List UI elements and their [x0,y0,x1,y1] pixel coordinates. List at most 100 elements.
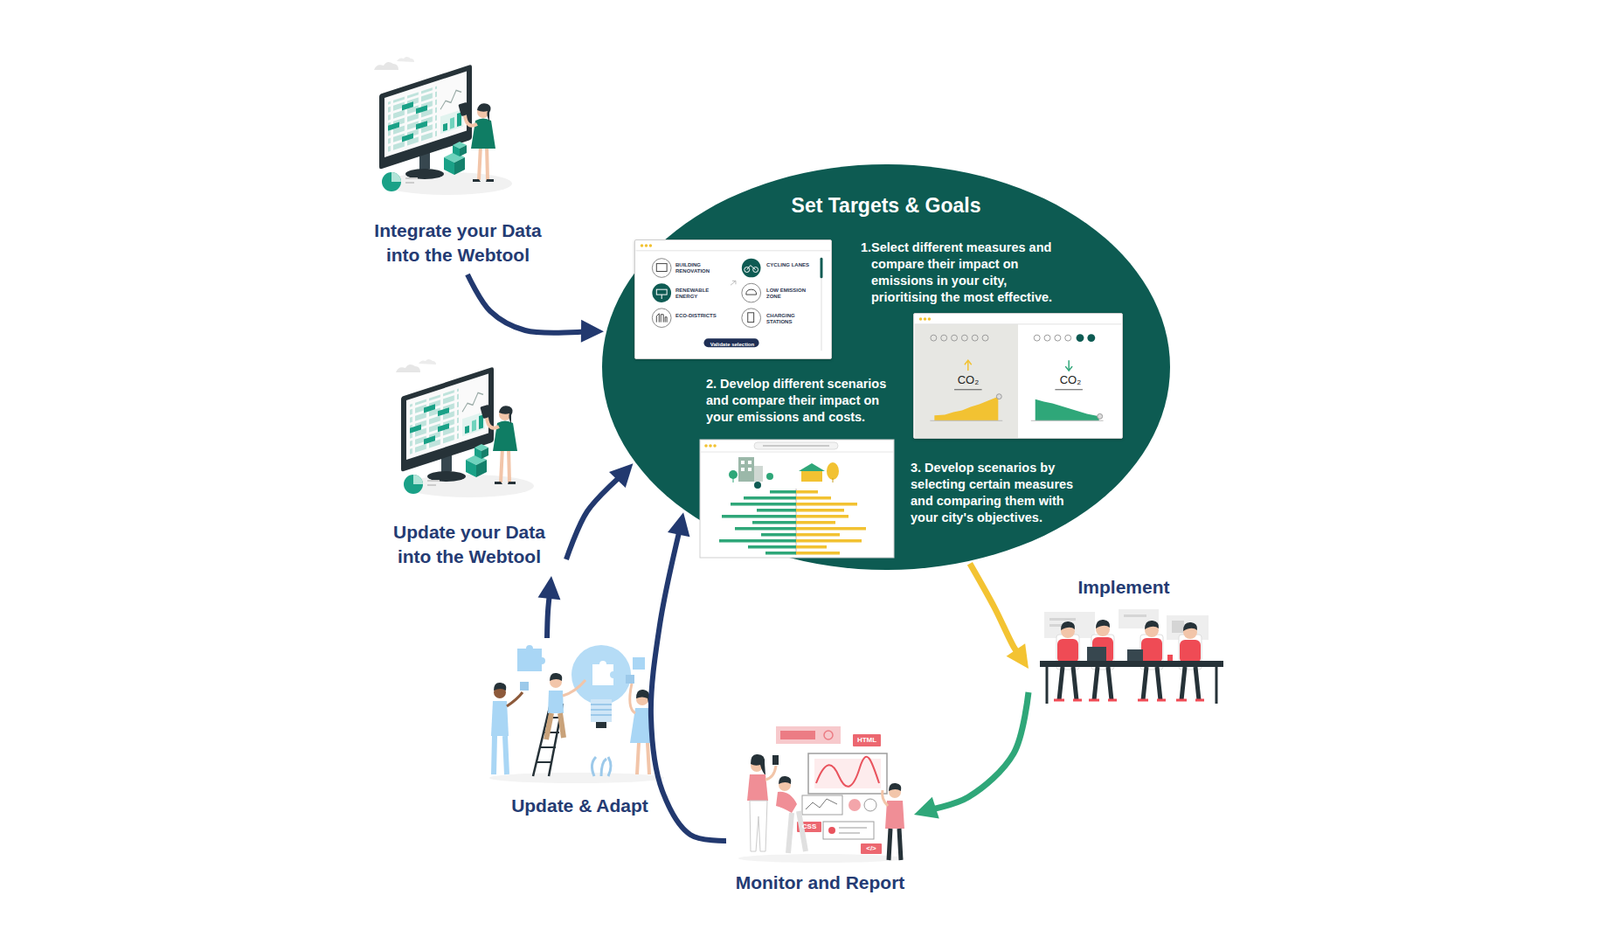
step-label: Integrate your Data into the Webtool [368,218,548,268]
meeting-illustration [1057,638,1079,664]
adapt-illustration [547,690,564,714]
meeting-illustration [1141,637,1163,664]
measures-screenshot [644,243,649,248]
co2-screenshot [1044,334,1051,341]
arrowhead [538,575,562,600]
measure-label: CYCLING LANES [766,262,812,269]
scenario-screenshot [699,451,894,453]
measure-label: RENEWABLE ENERGY [675,287,721,300]
co2-screenshot [996,394,1002,400]
targets-ellipse: Set Targets & Goals1.Select different me… [602,164,1171,570]
meeting-illustration [1123,614,1147,617]
connector-group [467,274,604,343]
flow-arrow [927,692,1029,811]
scenario-screenshot [761,533,797,537]
scenario-screenshot [798,463,825,471]
scenario-screenshot [826,462,839,480]
adapt-illustration [546,713,564,740]
co2-screenshot [914,324,1019,438]
measure-label: ECO-DISTRICTS [675,312,721,319]
meeting-illustration [1167,654,1173,661]
flow-arrow [467,274,590,333]
measures-screenshot [741,308,762,328]
measures-screenshot [640,243,645,248]
co2-label: CO₂ [950,373,986,388]
connector-group [566,463,633,560]
adapt-illustration [625,674,635,684]
co2-screenshot [1054,334,1061,341]
scenario-screenshot [713,443,717,448]
meeting-illustration [1053,699,1205,702]
monitor-illustration [828,826,836,834]
arrowhead [1006,643,1029,669]
tag-label: CSS [802,822,817,832]
meeting-illustration [1118,609,1159,629]
scenario-screenshot [796,490,818,494]
scenario-screenshot [704,443,708,448]
co2-screenshot [961,334,968,341]
monitor-illustration [823,821,874,839]
step-text: 2. Develop different scenarios and compa… [706,375,892,426]
scenario-screenshot [730,502,797,506]
meeting-illustration [1166,615,1209,640]
co2-screenshot [954,388,983,390]
co2-screenshot [971,334,978,341]
connector-group [538,575,562,638]
step-text: 3. Develop scenarios by selecting certai… [910,459,1086,527]
co2-screenshot [1065,366,1073,371]
co2-panel: CO₂ CO₂ [913,312,1123,439]
monitor-illustration [816,756,880,787]
adapt-illustration [591,756,611,776]
co2-label: CO₂ [1052,373,1088,388]
scenario-screenshot [719,539,797,543]
co2-screenshot [1076,333,1085,342]
scenario-screenshot [734,526,797,531]
step-node: Monitor and Report [726,718,915,902]
co2-screenshot [982,334,989,341]
scenario-screenshot [743,496,797,500]
co2-screenshot [923,317,928,321]
measures-screenshot [656,313,667,323]
step-node: Update your Data into the Webtool [372,353,567,576]
data-illustration [374,56,513,195]
scenario-screenshot [796,539,862,543]
scenario-screenshot [752,520,797,525]
monitor-illustration [788,810,806,853]
measures-screenshot [651,308,672,328]
connector-group [651,512,727,841]
monitor-illustration [824,730,833,740]
step-label: Update & Adapt [511,793,649,818]
scenario-screenshot [796,508,845,513]
co2-screenshot [929,420,1003,422]
adapt-illustration [637,742,650,775]
meeting-illustration [1183,622,1198,631]
scenario-screenshot [708,443,713,448]
meeting-illustration [1087,646,1107,661]
scenario-screenshot [748,467,752,471]
meeting-illustration [1039,609,1224,704]
step-node: Implement [1028,573,1220,708]
step-node: Update & Adapt [485,637,674,825]
step-label: Update your Data into the Webtool [380,519,560,569]
monitor-illustration [808,753,887,794]
arrowhead [609,463,633,488]
scenario-screenshot [741,460,745,465]
co2-screenshot [1097,413,1103,419]
scenario-screenshot [796,545,827,549]
adapt-illustration [562,679,586,696]
monitor-illustration [860,843,882,854]
measures-screenshot [747,265,756,271]
meeting-illustration [1049,617,1076,621]
co2-screenshot [951,334,958,341]
scenario-screenshot [699,439,894,558]
co2-screenshot [1054,388,1083,390]
co2-screenshot [941,334,948,341]
step-text: 1.Select different measures and compare … [860,239,1068,306]
adapt-illustration [493,735,507,775]
targets-ellipse-shape [602,164,1171,570]
scenario-screenshot [796,551,840,555]
co2-screenshot [1065,334,1072,341]
adapt-illustration [493,682,506,691]
adapt-illustration [489,644,665,783]
scenario-screenshot [756,508,797,513]
